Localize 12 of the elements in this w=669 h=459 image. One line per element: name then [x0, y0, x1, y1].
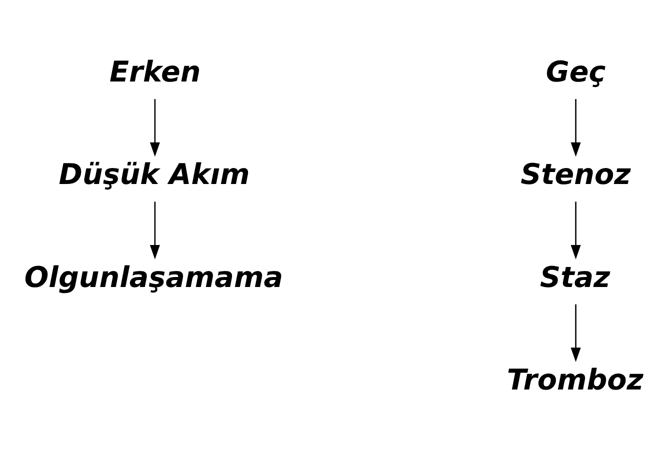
node-text: Düşük Akım [58, 157, 250, 192]
arrow [150, 202, 160, 260]
arrow [570, 304, 581, 362]
node-text: Olgunlaşamama [24, 260, 283, 294]
arrow [570, 99, 581, 157]
arrow [150, 99, 160, 157]
node-text: Geç [546, 54, 606, 89]
node-text: Erken [109, 54, 201, 89]
node-text: Tromboz [506, 362, 644, 396]
arrow [570, 202, 581, 260]
node-text: Staz [540, 260, 610, 294]
node-text: Stenoz [520, 157, 631, 192]
